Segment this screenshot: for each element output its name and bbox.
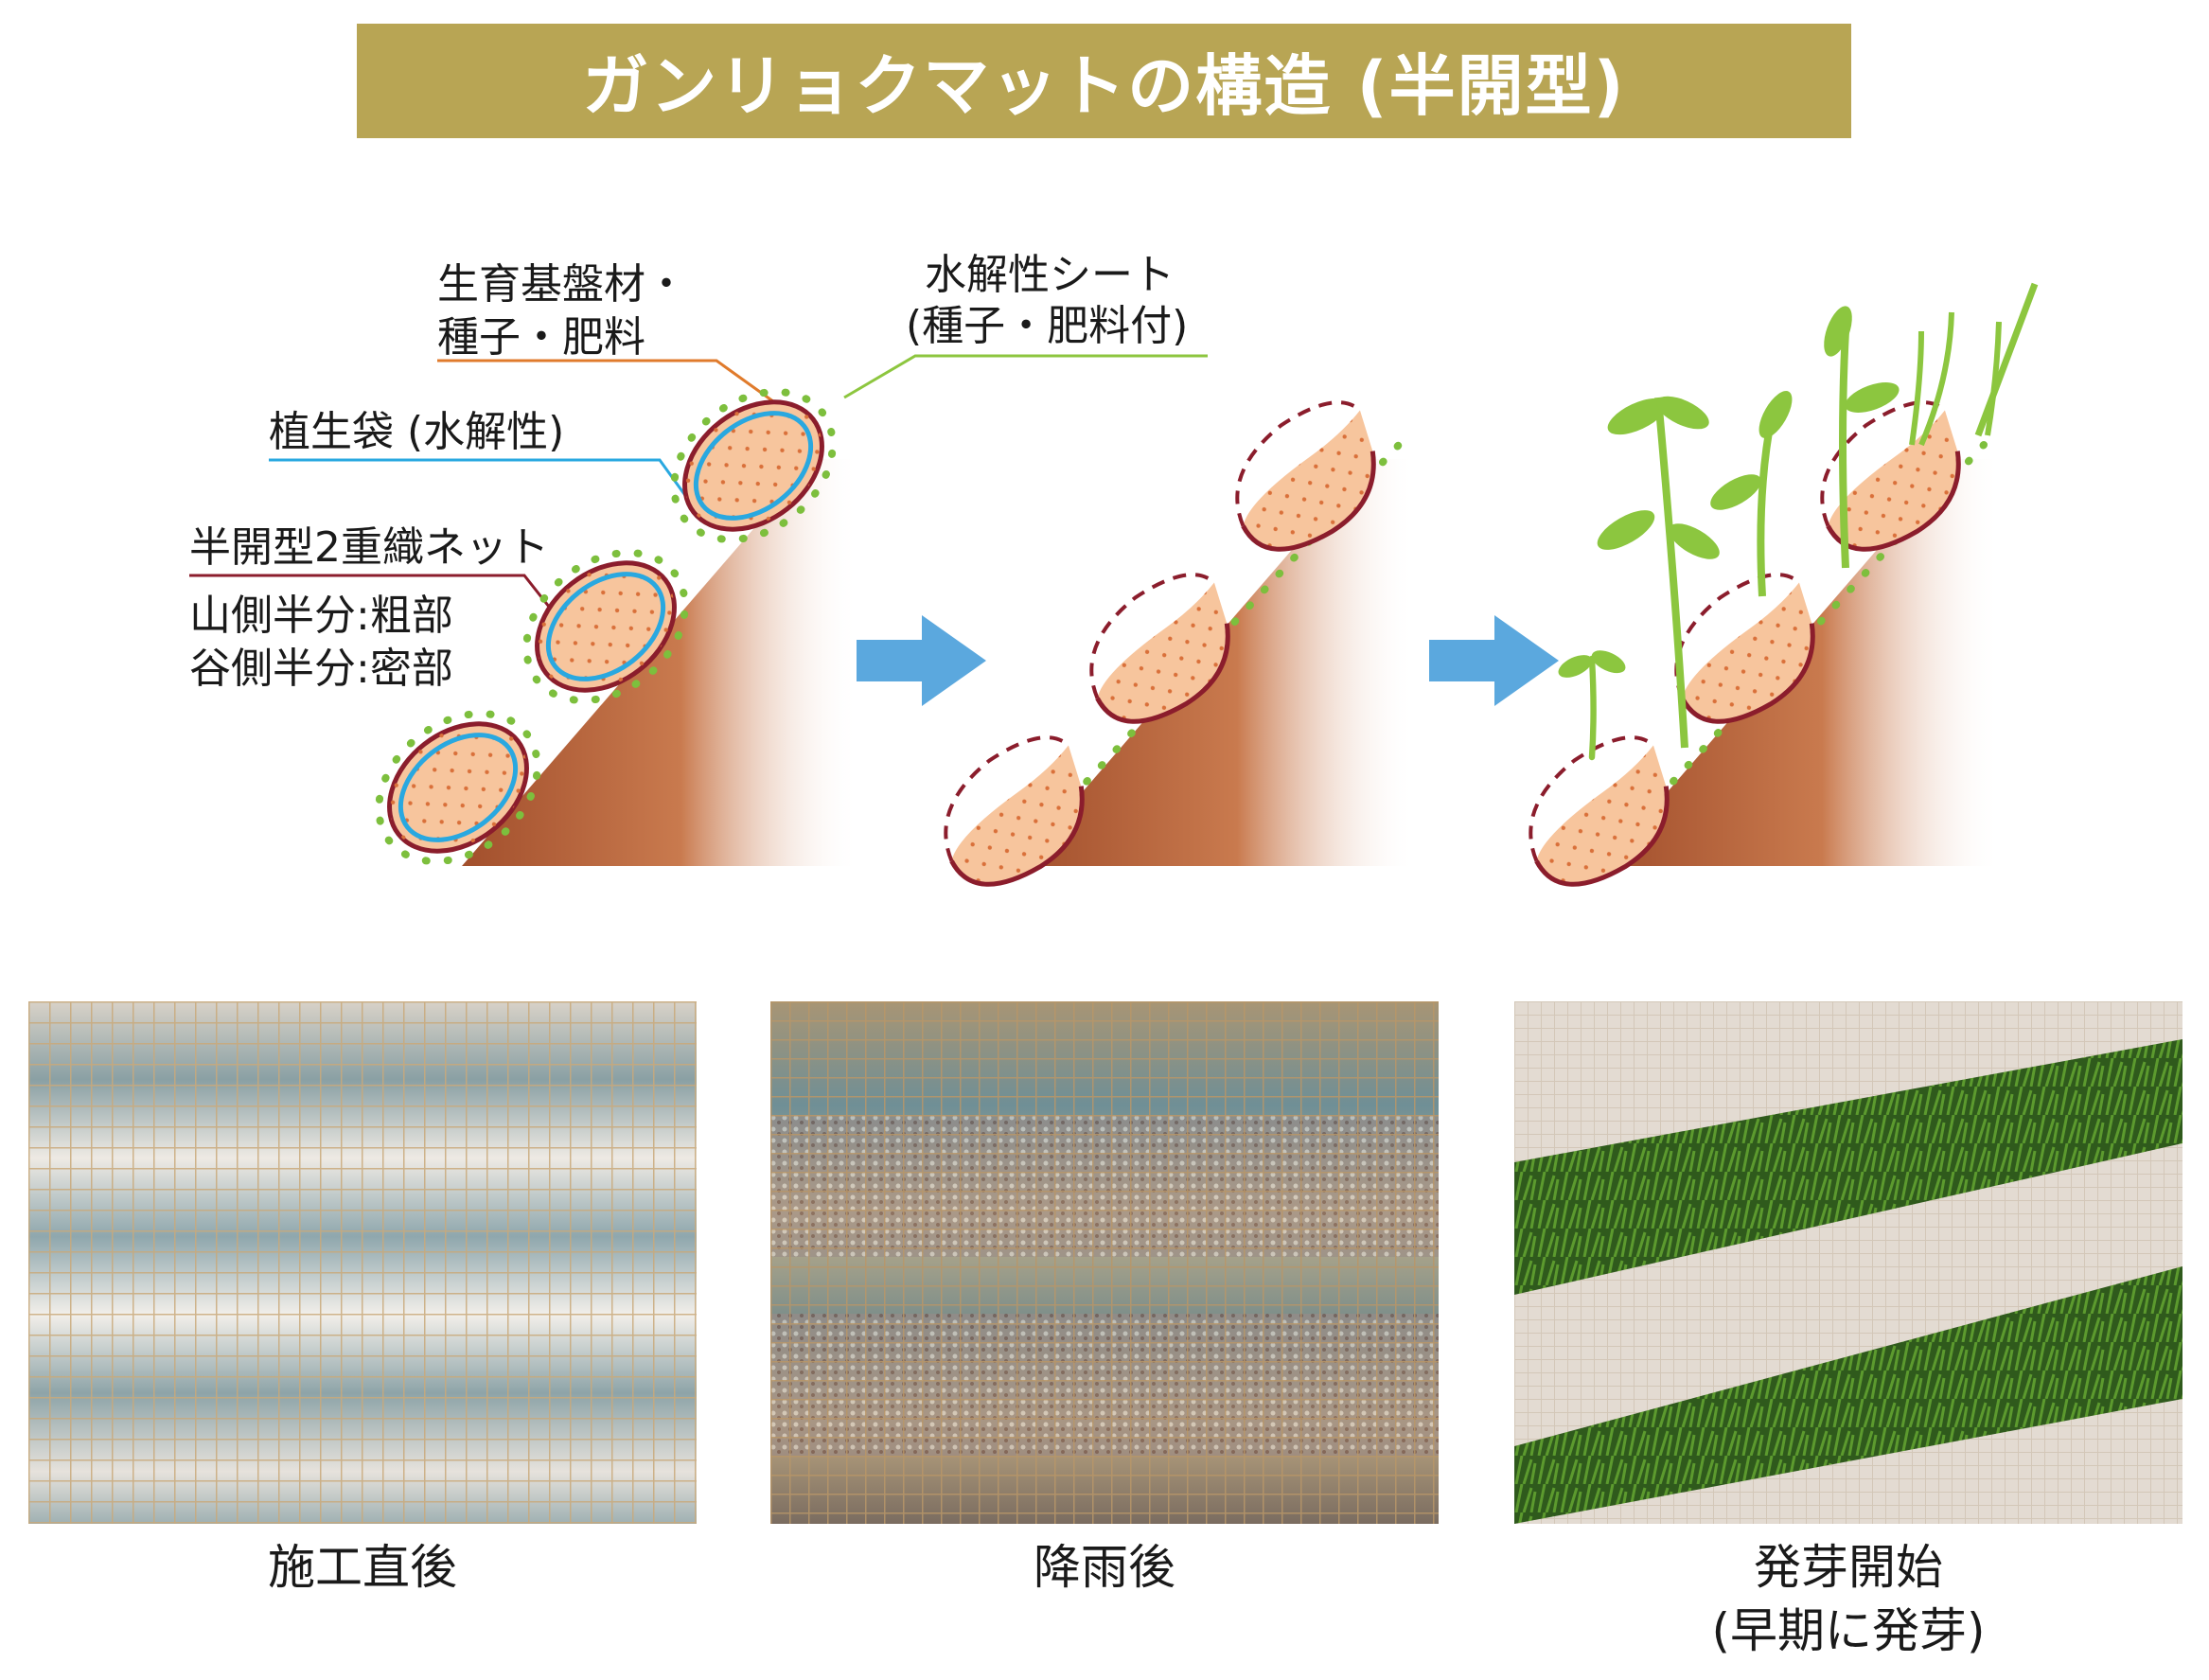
photo-germination [1514,1001,2182,1524]
page-title: ガンリョクマットの構造 (半開型) [582,47,1626,125]
stage-1-diagram [350,362,862,892]
stage-3-diagram [1502,282,2039,904]
caption-photo-1: 施工直後 [268,1540,457,1595]
arrow-right-icon [1429,615,1559,706]
label-bag: 植生袋 (水解性) [269,408,565,456]
caption-photo-2: 降雨後 [1034,1540,1175,1595]
structure-diagram [189,282,2039,909]
label-net: 半開型2重織ネット [189,523,549,572]
caption-photo-3-line1: 発芽開始 [1754,1540,1943,1595]
label-net-detail1: 山側半分:粗部 [189,592,453,640]
stage-2-diagram [917,387,1416,904]
label-substrate-line2: 種子・肥料 [437,313,645,362]
label-net-detail2: 谷側半分:密部 [189,645,453,693]
caption-photo-3-line2: (早期に発芽) [1711,1603,1986,1658]
photo-after-installation [28,1001,697,1524]
label-sheet-line2: (種子・肥料付) [906,302,1189,350]
plant-icon [1555,282,2039,757]
title-banner: ガンリョクマットの構造 (半開型) [357,24,1851,138]
photo-after-rain [770,1001,1439,1524]
arrow-right-icon [857,615,986,706]
label-substrate-line1: 生育基盤材・ [437,260,687,309]
label-sheet-line1: 水解性シート [925,251,1175,299]
